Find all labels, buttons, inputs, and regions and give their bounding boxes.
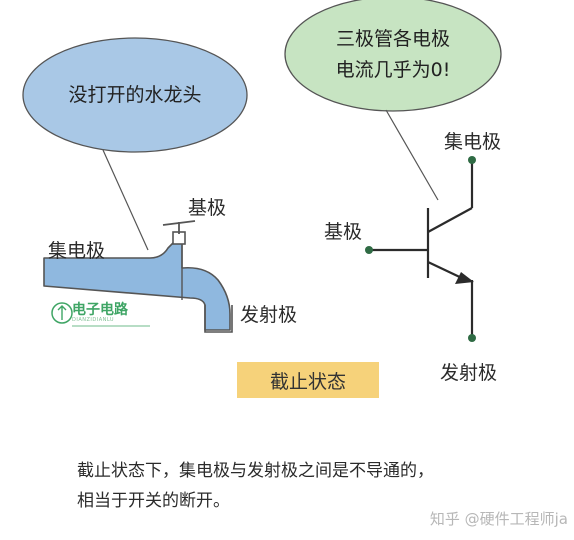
emitter-arrow-icon bbox=[455, 272, 474, 284]
logo-subtitle: DIANZIDIANLU bbox=[72, 317, 115, 323]
npn-transistor-symbol bbox=[371, 162, 474, 336]
faucet-outlet bbox=[204, 305, 233, 333]
cutoff-state-badge: 截止状态 bbox=[237, 362, 379, 398]
transistor-collector-label: 集电极 bbox=[444, 131, 502, 153]
faucet-collector-label: 集电极 bbox=[48, 240, 106, 262]
transistor-base-label: 基极 bbox=[324, 221, 363, 243]
watermark: 知乎 @硬件工程师ja bbox=[429, 510, 568, 528]
logo-title: 电子电路 bbox=[72, 302, 128, 318]
transistor-bubble-line1: 三极管各电极 bbox=[335, 28, 450, 50]
faucet-bubble-pointer bbox=[102, 149, 149, 251]
faucet-bubble-text: 没打开的水龙头 bbox=[68, 84, 202, 106]
caption-line1: 截止状态下，集电极与发射极之间是不导通的， bbox=[77, 461, 434, 481]
transistor-speech-bubble bbox=[284, 0, 502, 112]
caption: 截止状态下，集电极与发射极之间是不导通的， 相当于开关的断开。 bbox=[77, 456, 434, 516]
leaf-logo-icon bbox=[51, 302, 73, 324]
faucet-speech-bubble bbox=[22, 37, 248, 153]
transistor-emitter-label: 发射极 bbox=[440, 362, 498, 384]
collector-node bbox=[468, 156, 476, 164]
faucet-handle-bar bbox=[162, 220, 196, 226]
faucet-pipe bbox=[43, 239, 231, 331]
transistor-bubble-line2: 电流几乎为0! bbox=[335, 59, 451, 81]
collector-arm bbox=[427, 207, 473, 233]
emitter-node bbox=[468, 334, 476, 342]
caption-line2: 相当于开关的断开。 bbox=[77, 491, 230, 511]
faucet-emitter-label: 发射极 bbox=[240, 304, 298, 326]
base-node bbox=[365, 246, 373, 254]
transistor-bubble-pointer bbox=[385, 109, 439, 201]
transistor-bubble-text: 三极管各电极 电流几乎为0! bbox=[305, 24, 481, 86]
faucet-base-label: 基极 bbox=[188, 197, 227, 219]
cutoff-state-label: 截止状态 bbox=[269, 370, 346, 393]
